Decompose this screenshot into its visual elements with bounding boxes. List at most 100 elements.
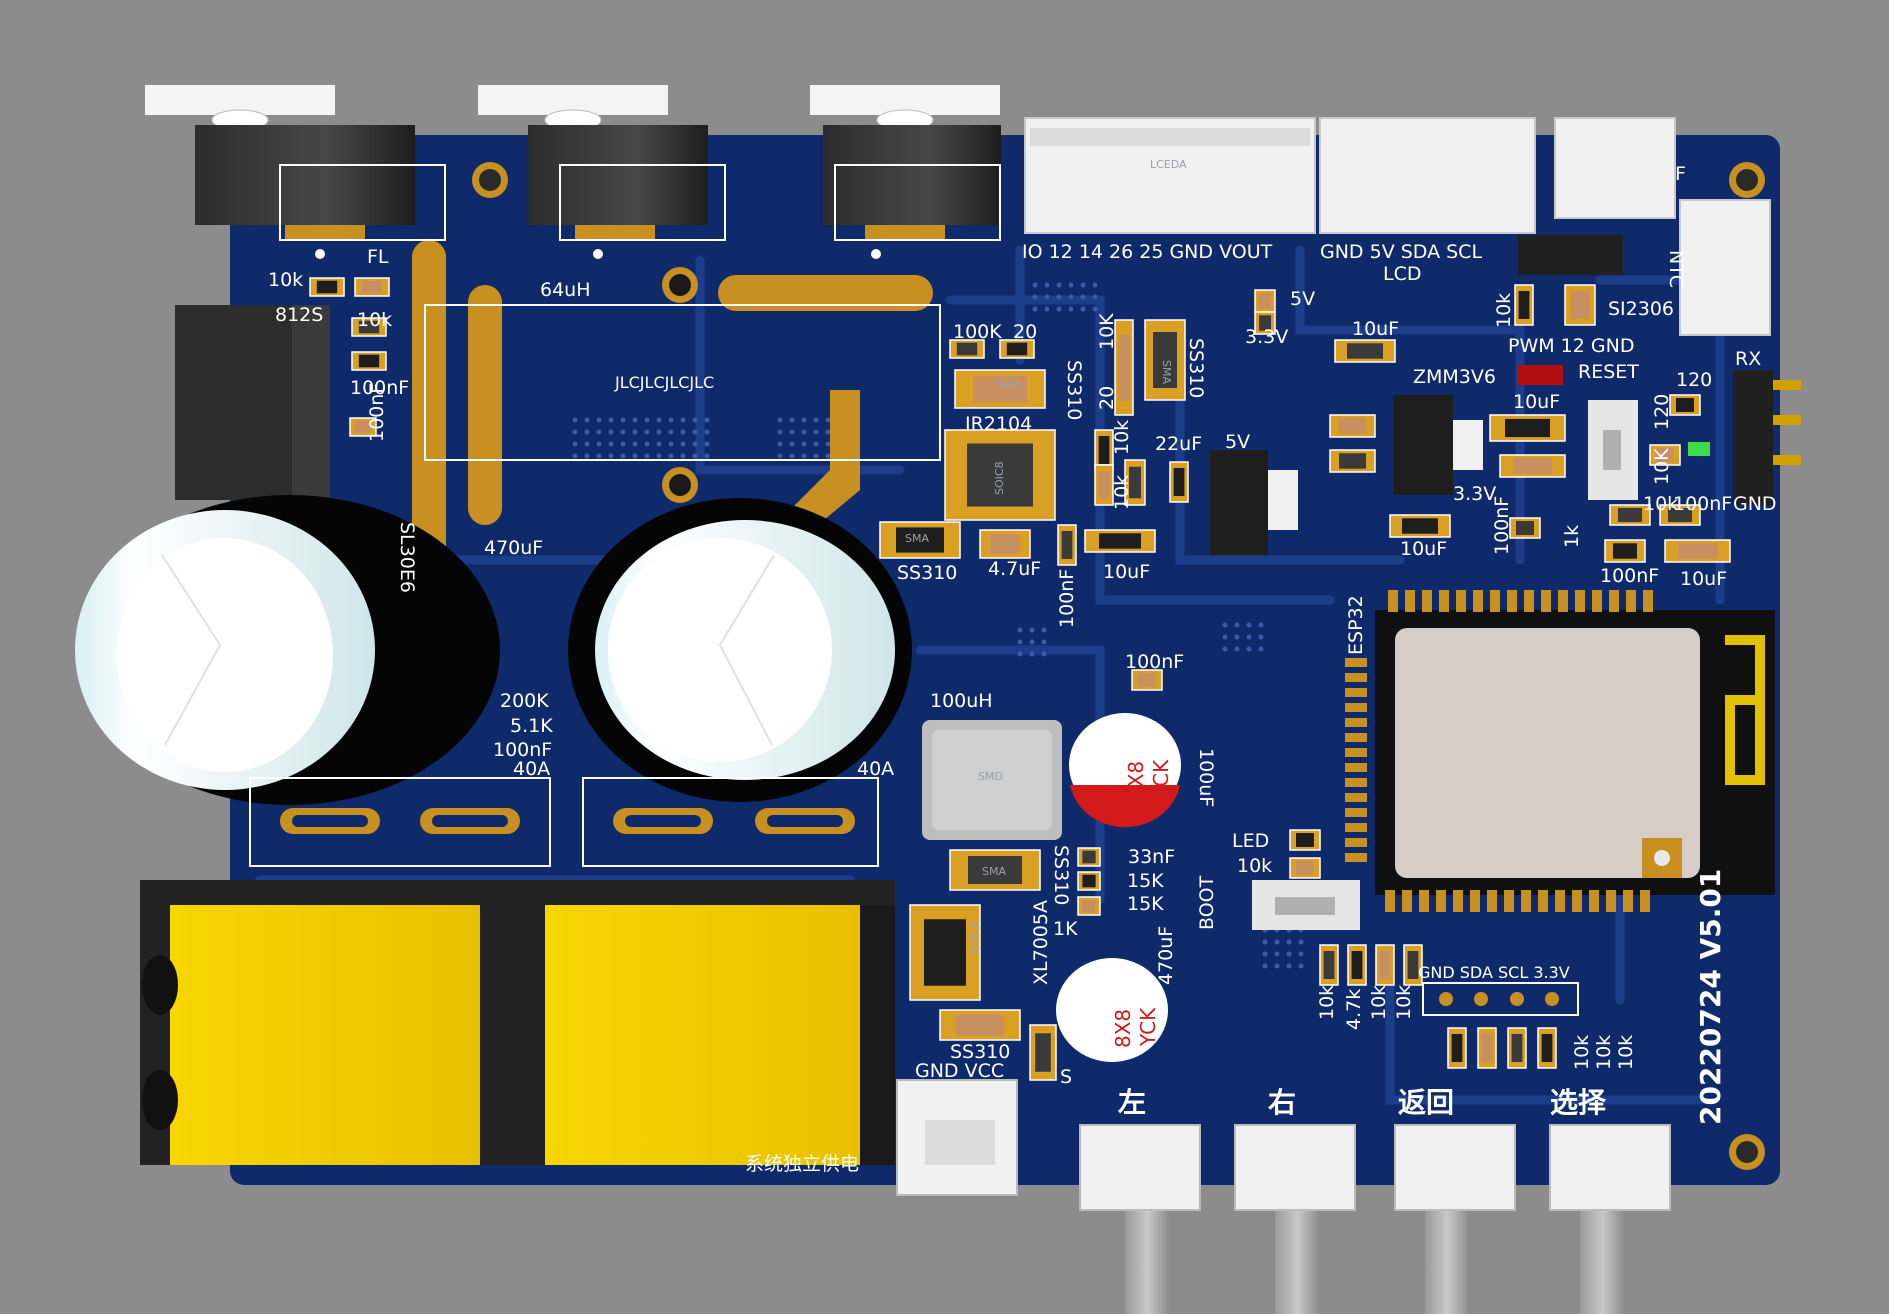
label-c100nf-c: 100nF: [1125, 651, 1184, 673]
smd-component: [1114, 319, 1134, 416]
smd-component: [1077, 896, 1101, 916]
label-yck-8x8-1: 8X8: [1124, 761, 1148, 800]
connector-gnd-vcc: [896, 1079, 1018, 1196]
smd-component: [1319, 944, 1339, 986]
chip-soic8-1: SOIC8: [993, 461, 1006, 495]
label-led: LED: [1232, 830, 1269, 852]
shunt-area-left: [249, 777, 551, 867]
label-10k-k: 10k: [1393, 985, 1415, 1020]
label-btn-select: 选择: [1550, 1086, 1607, 1119]
silkscreen-labels: FL 10k 10k 100nF 812S 100nF SL30E6 64uH …: [268, 163, 1777, 1175]
green-led: [1688, 442, 1710, 456]
connector-lcd: [1319, 117, 1536, 234]
smd-component: [1347, 944, 1367, 986]
smd-component: [1169, 461, 1189, 503]
label-c100nf-f: 100nF: [1600, 565, 1659, 587]
label-s: S: [1060, 1066, 1072, 1088]
label-4-7uf: 4.7uF: [988, 558, 1041, 580]
label-ss310-oiess: SS310: [1063, 360, 1085, 420]
label-r10k-a: 10k: [268, 269, 303, 291]
label-470uf: 470uF: [484, 537, 543, 559]
label-si2306: SI2306: [1608, 298, 1674, 320]
label-c100nf-a: 100nF: [350, 377, 409, 399]
smd-component: [1514, 284, 1534, 326]
label-5v-reg: 5V: [1225, 431, 1250, 453]
label-gnd-vcc: GND VCC: [915, 1060, 1004, 1082]
label-yck-2: YCK: [1136, 1007, 1160, 1047]
regulator-3v3: [1393, 395, 1483, 495]
label-200k: 200K: [500, 690, 549, 712]
smd-component: [949, 849, 1041, 891]
connector-io-header: [1024, 117, 1316, 234]
label-f: F: [1675, 163, 1686, 185]
chip-sma-2: SMA: [905, 532, 929, 545]
header-pwm: [1518, 235, 1623, 275]
copper-pours: [412, 240, 933, 570]
label-xl7005a: XL7005A: [1030, 900, 1052, 985]
label-10k-e: 10k: [1111, 475, 1133, 510]
label-ss310-c: SS310: [897, 562, 957, 584]
label-5v-pad: 5V: [1290, 288, 1315, 310]
smd-component: [1537, 1027, 1557, 1069]
label-470uf-small: 470uF: [1155, 926, 1177, 985]
label-c100nf-v: 100nF: [1056, 569, 1078, 628]
label-100k: 100K: [953, 321, 1002, 343]
smd-component: [1659, 504, 1701, 526]
smd-component: [1254, 289, 1276, 313]
label-boot: BOOT: [1196, 875, 1218, 930]
smd-component: [309, 277, 345, 297]
label-reset: RESET: [1578, 361, 1639, 383]
label-10k-f: 10k: [1493, 293, 1515, 328]
label-r10k-b: 10k: [357, 309, 392, 331]
smd-component: [351, 317, 387, 337]
label-lceda: LCEDA: [1150, 158, 1187, 171]
inductor-100uh: [922, 720, 1062, 840]
smd-component: [939, 1009, 1021, 1041]
label-sl30e6: SL30E6: [396, 522, 418, 593]
label-r20: 20: [1013, 321, 1037, 343]
chip-sma-1: SMA: [997, 378, 1021, 391]
label-1k: 1K: [1053, 918, 1078, 940]
label-c100nf-b: 100nF: [493, 739, 552, 761]
label-33nf: 33nF: [1128, 846, 1175, 868]
label-100uf: 100uF: [1195, 748, 1217, 807]
smd-component: [351, 351, 387, 371]
relay-812s: [175, 305, 330, 500]
connector-ntc: [1679, 199, 1771, 336]
label-c100nf-d: 100nF: [1491, 496, 1513, 555]
regulator-5v: [1210, 450, 1298, 555]
smd-component: [1124, 459, 1146, 506]
terminal-block-left: [140, 880, 495, 1165]
mounting-holes: [472, 162, 1765, 1170]
connector-fan: [1554, 117, 1676, 219]
smd-component: [1334, 339, 1396, 363]
mosfet-3: [810, 85, 1001, 239]
label-10k-l: 10k: [1571, 1035, 1593, 1070]
smd-component: [1389, 514, 1451, 538]
smd-component: [1447, 1027, 1467, 1069]
smd-component: [879, 521, 961, 559]
small-cap-1: [1069, 713, 1181, 828]
label-22uf: 22uF: [1155, 433, 1202, 455]
smd-component: [1029, 1024, 1057, 1081]
smd-component: [909, 904, 981, 1001]
label-120-a: 120: [1676, 369, 1712, 391]
label-yck-8x8-2: 8X8: [1111, 1009, 1135, 1048]
smd-component: [1489, 414, 1566, 442]
smd-component: [1375, 944, 1395, 986]
mosfet-1: [145, 85, 415, 239]
smd-component: [949, 339, 985, 359]
label-10uf-d: 10uF: [1513, 391, 1560, 413]
terminal-block-right: [495, 880, 895, 1165]
smd-component: [1604, 539, 1646, 563]
header-rx: [1733, 370, 1801, 505]
label-64uh: 64uH: [540, 279, 591, 301]
smd-component: [1077, 847, 1101, 867]
label-10k-m: 10k: [1593, 1035, 1615, 1070]
smd-component: [1057, 524, 1077, 566]
smd-component: [1144, 319, 1186, 401]
label-btn-right: 右: [1268, 1086, 1296, 1119]
reset-button: [1588, 400, 1638, 500]
label-5-1k: 5.1K: [510, 715, 553, 737]
large-capacitor-right: [568, 498, 912, 802]
